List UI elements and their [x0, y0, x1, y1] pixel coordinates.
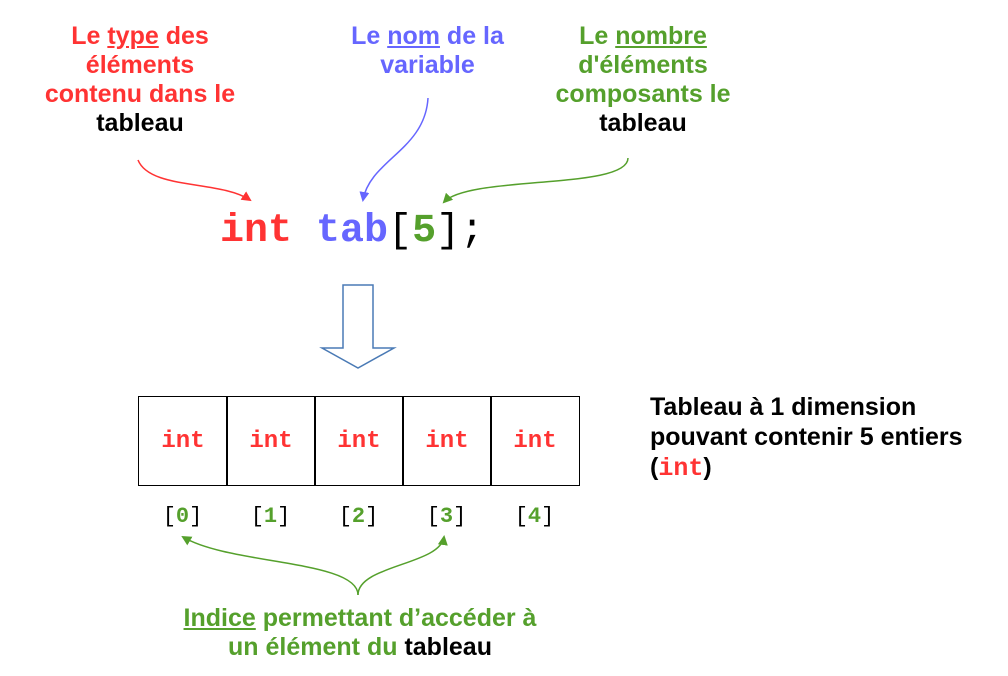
size-label: Le nombre d'éléments composants le table…: [555, 22, 731, 137]
name-label: Le nom de la variable: [351, 22, 504, 79]
desc-code: int: [658, 454, 704, 483]
size-arrow: [442, 157, 629, 204]
type-label: Le type des éléments contenu dans le tab…: [44, 22, 236, 137]
index-caption: Indice permettant d’accéder à un élément…: [183, 604, 537, 661]
array-cell: int: [226, 396, 316, 486]
name-word: nom: [387, 22, 440, 50]
array-cell: int: [402, 396, 492, 486]
index-label: [2]: [338, 504, 379, 529]
array-cell: int: [314, 396, 404, 486]
size-word: nombre: [615, 22, 707, 50]
index-label: [0]: [162, 504, 203, 529]
index-arrow-left: [181, 535, 359, 596]
array-cell: int: [490, 396, 580, 486]
name-arrow: [359, 97, 429, 202]
down-arrow-icon: [319, 284, 397, 369]
index-arrow-right: [357, 535, 448, 596]
decl-type: int: [220, 209, 293, 254]
type-arrow: [137, 159, 252, 202]
index-label: [4]: [514, 504, 555, 529]
array-description: Tableau à 1 dimension pouvant contenir 5…: [650, 393, 963, 483]
array-cell: int: [138, 396, 228, 486]
index-label: [3]: [426, 504, 467, 529]
decl-size: 5: [412, 209, 437, 254]
array-declaration: int tab[5];: [220, 209, 485, 254]
index-label: [1]: [250, 504, 291, 529]
type-word: type: [107, 22, 159, 50]
decl-name: tab: [316, 209, 389, 254]
index-word: Indice: [183, 604, 256, 632]
